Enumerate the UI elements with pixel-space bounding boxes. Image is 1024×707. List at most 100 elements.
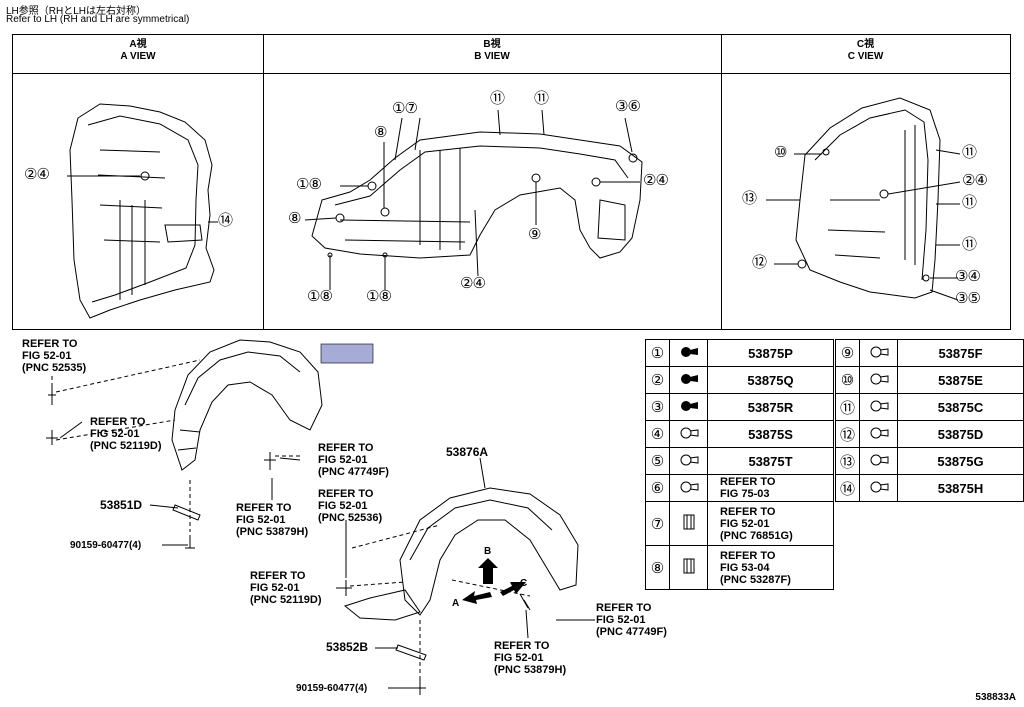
view-arrow-label-b: B	[484, 546, 492, 557]
view-arrow-label-c: C	[520, 578, 528, 589]
part-number: 53875R	[707, 393, 834, 421]
retainer-icon	[669, 545, 708, 590]
a-view-liner-drawing	[69, 103, 215, 319]
bolt-label-lower: 90159-60477(4)	[296, 683, 368, 694]
parts-row: ④ 53875S ⑫ 53875D	[645, 420, 1024, 448]
callout-b-8b: ⑧	[288, 209, 301, 227]
clip-icon	[859, 447, 898, 475]
callout-b-1-8b: ①⑧	[307, 287, 333, 305]
part-number: 53875S	[707, 420, 834, 448]
view-divider	[263, 35, 264, 329]
view-arrow-label-a: A	[452, 598, 460, 609]
parts-table: ① 53875P ⑨ 53875F ② 53875Q ⑩ 53875E ③ 53…	[645, 339, 1024, 590]
part-num: ①	[645, 339, 670, 367]
part-label-53852b: 53852B	[326, 640, 369, 654]
part-num: ⑫	[835, 420, 860, 448]
callout-c-11a: ⑪	[962, 143, 977, 161]
part-num: ⑧	[645, 545, 670, 590]
callout-b-2-4a: ②④	[643, 171, 669, 189]
callout-c-3-5: ③⑤	[955, 289, 981, 307]
part-number: 53875E	[897, 366, 1024, 394]
header-note-en: Refer to LH (RH and LH are symmetrical)	[6, 14, 190, 25]
clip-icon	[859, 393, 898, 421]
view-direction-arrows	[462, 558, 526, 604]
part-number: 53875D	[897, 420, 1024, 448]
clip-icon	[669, 393, 708, 421]
clip-icon	[669, 474, 708, 502]
callout-c-13: ⑬	[742, 189, 757, 207]
view-title-rule	[263, 73, 721, 74]
callout-c-3-4: ③④	[955, 267, 981, 285]
clip-icon	[669, 366, 708, 394]
view-divider	[721, 35, 722, 329]
part-num: ⑭	[835, 474, 860, 502]
callout-b-2-4b: ②④	[460, 274, 486, 292]
parts-row: ③ 53875R ⑪ 53875C	[645, 393, 1024, 421]
exploded-view-drawing	[46, 339, 595, 695]
clip-icon	[859, 420, 898, 448]
view-title-rule	[13, 73, 263, 74]
callout-c-12: ⑫	[752, 253, 767, 271]
callout-b-1-8c: ①⑧	[366, 287, 392, 305]
clip-icon	[669, 447, 708, 475]
part-number: 53875F	[897, 339, 1024, 367]
b-view-liner-drawing	[311, 131, 643, 259]
c-view-liner-drawing	[795, 97, 941, 299]
highlight-box	[320, 343, 374, 364]
callout-b-1-7: ①⑦	[392, 99, 418, 117]
callout-c-11c: ⑪	[962, 235, 977, 253]
clip-icon	[859, 339, 898, 367]
view-title-rule	[721, 73, 1010, 74]
callout-a-2-4: ②④	[24, 165, 50, 183]
part-num: ⑩	[835, 366, 860, 394]
clip-icon	[859, 474, 898, 502]
callout-b-9: ⑨	[528, 225, 541, 243]
part-number: 53875T	[707, 447, 834, 475]
part-number: 53875Q	[707, 366, 834, 394]
part-label-53876a: 53876A	[446, 445, 489, 459]
parts-row: ⑤ 53875T ⑬ 53875G	[645, 447, 1024, 475]
callout-b-11a: ⑪	[490, 89, 505, 107]
part-num: ⑪	[835, 393, 860, 421]
part-number: 53875P	[707, 339, 834, 367]
callout-c-10: ⑩	[774, 143, 787, 161]
callout-c-11b: ⑪	[962, 193, 977, 211]
part-num: ②	[645, 366, 670, 394]
part-number: 53875H	[897, 474, 1024, 502]
part-num: ⑦	[645, 501, 670, 546]
parts-row: ① 53875P ⑨ 53875F	[645, 339, 1024, 367]
parts-row: ② 53875Q ⑩ 53875E	[645, 366, 1024, 394]
clip-icon	[669, 420, 708, 448]
part-label-53851d: 53851D	[100, 498, 143, 512]
callout-b-1-8a: ①⑧	[296, 175, 322, 193]
part-num: ④	[645, 420, 670, 448]
callout-a-14: ⑭	[218, 211, 233, 229]
callout-b-8a: ⑧	[374, 123, 387, 141]
view-leader-lines	[67, 109, 961, 301]
clip-icon	[669, 339, 708, 367]
part-number: 53875C	[897, 393, 1024, 421]
part-num: ⑨	[835, 339, 860, 367]
header-note-jp: LH参照（RHとLHは左右対称）	[6, 6, 147, 17]
bolt-label-upper: 90159-60477(4)	[70, 540, 142, 551]
retainer-icon	[669, 501, 708, 546]
callout-c-2-4: ②④	[962, 171, 988, 189]
